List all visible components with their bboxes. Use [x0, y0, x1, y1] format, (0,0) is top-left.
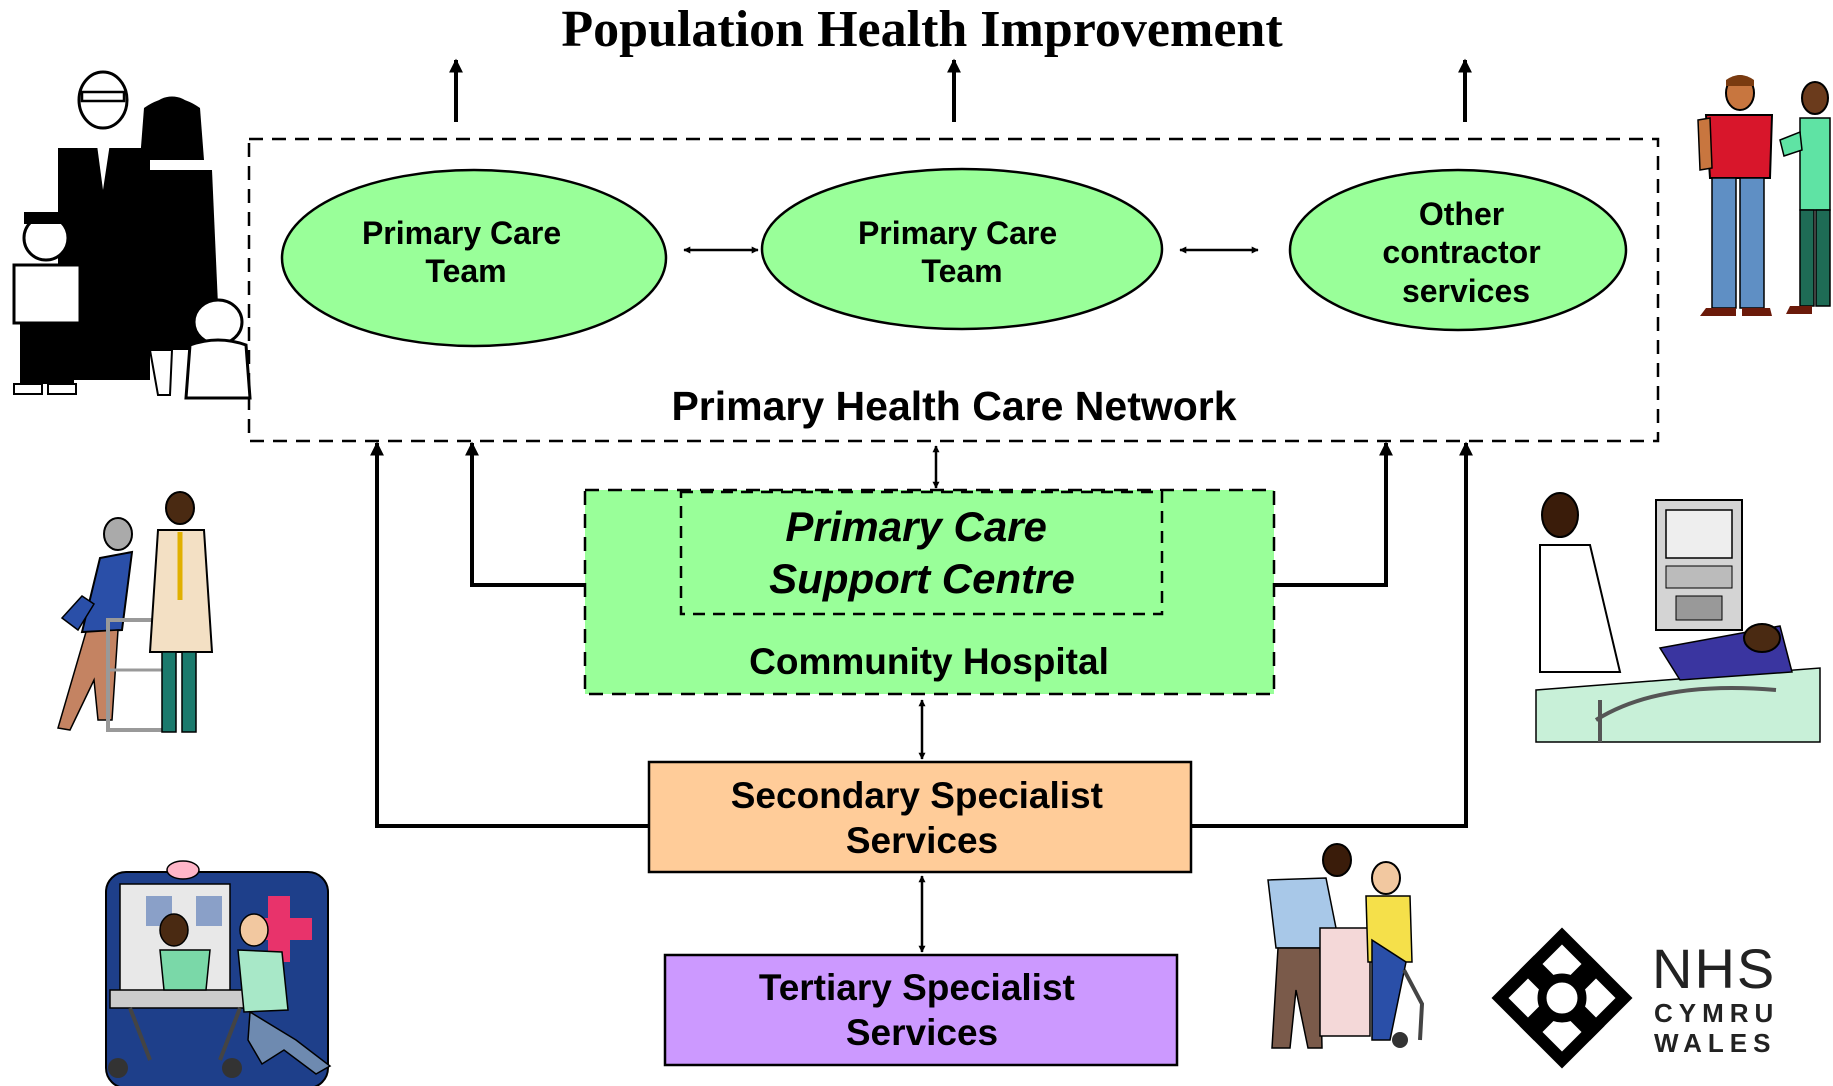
diagram-title: Population Health Improvement	[561, 1, 1283, 58]
svg-text:Tertiary Specialist Servic: Tertiary Specialist Services	[759, 967, 1085, 1053]
svg-text:Secondary Specialist Servi: Secondary Specialist Services	[731, 775, 1114, 861]
ambulance-clipart	[105, 860, 332, 1086]
nhs-logo-line-3: WALES	[1654, 1028, 1776, 1058]
node-1-line-1: Primary Care	[362, 215, 561, 251]
svg-text:Primary Care Team: Primary Care Team	[362, 215, 570, 289]
node-3-line-3: services	[1402, 273, 1530, 309]
man-woman-injection-clipart	[1697, 75, 1831, 316]
doctor-walker-patient-clipart	[57, 491, 214, 733]
blood-pressure-check-clipart	[1267, 843, 1425, 1049]
node-1-line-2: Team	[425, 253, 506, 289]
nhs-cymru-wales-logo: NHS CYMRU WALES	[1491, 927, 1779, 1069]
support-centre-line-2: Support Centre	[769, 555, 1075, 602]
family-clipart	[12, 70, 252, 400]
other-contractor-services-node	[1288, 168, 1628, 332]
secondary-specialist-services-box	[647, 760, 1193, 874]
primary-care-team-node-1	[280, 168, 668, 348]
tertiary-line-2: Services	[846, 1012, 998, 1053]
secondary-line-1: Secondary Specialist	[731, 775, 1103, 816]
svg-text:Primary Care Team: Primary Care Team	[858, 215, 1066, 289]
connector-community-left	[465, 441, 585, 587]
connector-secondary-right	[1191, 441, 1473, 828]
node-2-line-1: Primary Care	[858, 215, 1057, 251]
node-3-line-1: Other	[1419, 196, 1504, 232]
tertiary-specialist-services-box	[663, 953, 1179, 1067]
node-3-line-2: contractor	[1382, 234, 1540, 270]
support-centre-line-1: Primary Care	[785, 503, 1047, 550]
node-2-line-2: Team	[921, 253, 1002, 289]
secondary-line-2: Services	[846, 820, 998, 861]
svg-text:Primary Care Support Centr: Primary Care Support Centre	[769, 503, 1075, 602]
connector-community-right	[1274, 441, 1393, 587]
community-hospital-box	[583, 488, 1276, 696]
primary-care-team-node-2	[760, 167, 1164, 331]
tertiary-line-1: Tertiary Specialist	[759, 967, 1075, 1008]
nhs-emblem-icon	[1491, 927, 1633, 1069]
svg-text:Other contractor servi: Other contractor services	[1382, 196, 1549, 309]
primary-care-support-centre-box	[679, 490, 1164, 616]
network-label: Primary Health Care Network	[671, 383, 1236, 429]
nhs-logo-line-1: NHS	[1652, 937, 1776, 1000]
community-hospital-label: Community Hospital	[749, 641, 1109, 682]
connector-secondary-left	[370, 441, 649, 828]
nhs-logo-line-2: CYMRU	[1654, 998, 1779, 1028]
ultrasound-scan-clipart	[1535, 492, 1821, 743]
